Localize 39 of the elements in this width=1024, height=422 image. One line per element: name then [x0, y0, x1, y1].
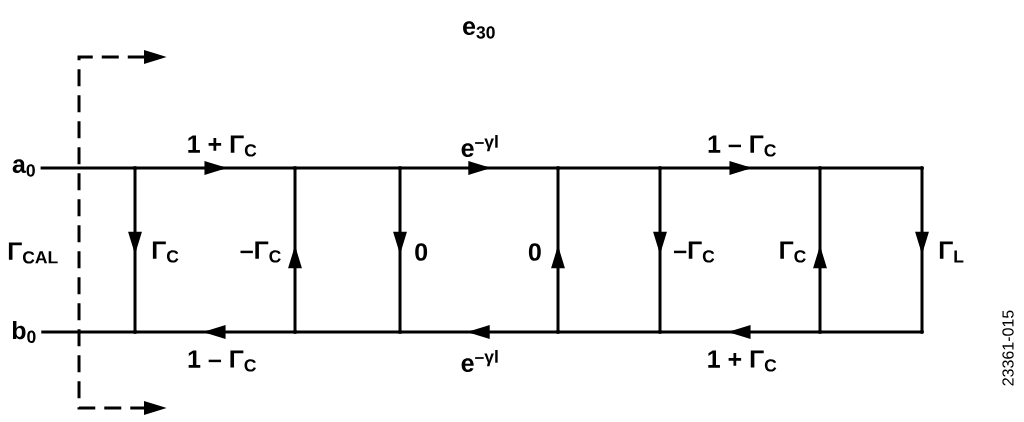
gain-label: –Γ$_{C}$ — [672, 240, 717, 264]
flow-arrow — [135, 161, 295, 175]
gain-label: e$^{–γl}$ — [459, 134, 501, 158]
branch-line — [820, 166, 922, 170]
flow-arrow — [551, 168, 565, 332]
gain-label: 1 – Γ$_{C}$ — [706, 134, 778, 158]
gain-label: 0 — [526, 242, 543, 262]
term-label: e$_{30}$ — [463, 21, 495, 39]
flow-arrow — [915, 168, 929, 332]
flow-arrow — [393, 168, 407, 332]
gain-label: e$^{–γl}$ — [459, 349, 501, 373]
gain-label: Γ$_{C}$ — [150, 240, 181, 264]
flow-arrow — [400, 161, 558, 175]
gain-label: 1 – Γ$_{C}$ — [186, 349, 258, 373]
flow-arrow — [128, 168, 142, 332]
port-label: a$_{0}$ — [12, 159, 35, 177]
flow-arrow — [288, 168, 302, 332]
branch-line — [295, 166, 400, 170]
flow-arrow — [653, 168, 667, 332]
figure-number: 23361-015 — [1002, 310, 1014, 386]
gain-label: 1 + Γ$_{C}$ — [705, 349, 779, 373]
reflection-label: Γ$_{CAL}$ — [8, 242, 58, 264]
branch-line — [558, 330, 660, 334]
flow-arrow — [660, 161, 820, 175]
gain-label: Γ$_{C}$ — [777, 240, 808, 264]
branch-line — [558, 166, 660, 170]
gain-label: Γ$_{L}$ — [937, 240, 966, 264]
port-label: b$_{0}$ — [12, 321, 36, 343]
gain-label: –Γ$_{C}$ — [238, 240, 283, 264]
flow-arrow — [813, 168, 827, 332]
branch-line — [41, 330, 135, 334]
branch-line — [820, 330, 922, 334]
flow-arrow — [400, 325, 558, 339]
flow-arrow — [135, 325, 295, 339]
gain-label: 1 + Γ$_{C}$ — [185, 134, 259, 158]
flow-arrow — [660, 325, 820, 339]
gain-label: 0 — [413, 242, 430, 262]
branch-line — [40, 166, 135, 170]
branch-line — [295, 330, 400, 334]
